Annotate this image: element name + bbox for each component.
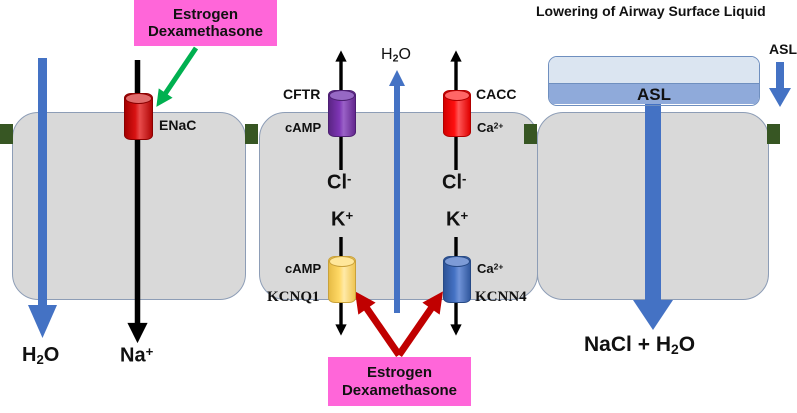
sodium-base: Na (120, 344, 146, 367)
kcnn4-channel-cap (444, 256, 470, 267)
left-water-tail: O (43, 344, 60, 366)
kcnn4-label: KCNN4 (475, 289, 527, 305)
estrogen-dexamethasone-callout-bottom[interactable]: Estrogen Dexamethasone (328, 357, 471, 406)
sodium-sup: + (145, 344, 154, 359)
asl-mucus-layer (549, 57, 759, 84)
nacl-water-efflux-label: NaCl + H2O (584, 334, 695, 357)
asl-label: ASL (637, 84, 671, 104)
kcnq1-label: KCNQ1 (267, 289, 320, 305)
tight-junction-left-middle (245, 124, 258, 144)
left-water-base: H (22, 344, 37, 366)
potassium-right-base: K (446, 208, 461, 231)
kcnq1-channel-cap (329, 256, 355, 267)
estrogen-dexamethasone-callout-top[interactable]: Estrogen Dexamethasone (134, 0, 277, 46)
potassium-left-sup: + (345, 208, 354, 223)
efflux-water-sub: 2 (670, 341, 679, 358)
estrogen-dex-to-kcnn4-arrow (396, 291, 443, 357)
sodium-label: Na+ (120, 345, 153, 366)
apical-water-sub: 2 (392, 52, 399, 65)
calcium-apical-sup: 2+ (493, 120, 504, 131)
callout-top-line1: Estrogen (172, 5, 238, 23)
tight-junction-middle-right (524, 124, 537, 144)
cftr-channel-cap (329, 90, 355, 101)
callout-bottom-line2: Dexamethasone (341, 381, 458, 399)
camp-basal-label: cAMP (285, 261, 322, 276)
estrogen-dex-to-kcnq1-arrow (355, 291, 402, 357)
enac-channel-cap (125, 93, 152, 104)
cftr-label: CFTR (283, 86, 321, 102)
chloride-right-base: Cl (442, 171, 462, 194)
chloride-left-base: Cl (327, 171, 347, 194)
kcnn4-channel[interactable] (443, 256, 471, 303)
enac-label: ENaC (159, 117, 197, 133)
camp-apical-label: cAMP (285, 120, 322, 135)
efflux-water-tail: O (678, 333, 696, 356)
airway-surface-liquid-box: ASL (548, 56, 760, 106)
calcium-apical-base: Ca (477, 120, 494, 135)
callout-top-line2: Dexamethasone (147, 23, 264, 40)
cacc-label: CACC (476, 86, 517, 102)
chloride-right-sup: - (462, 171, 467, 186)
potassium-left-base: K (331, 208, 346, 231)
cacc-channel-cap (444, 90, 470, 101)
tight-junction-right-edge (767, 124, 780, 144)
estrogen-dex-to-enac-arrow (156, 46, 199, 107)
cftr-channel[interactable] (328, 90, 356, 137)
potassium-right-sup: + (460, 208, 469, 223)
potassium-right-label: K+ (446, 209, 468, 230)
page-title: Lowering of Airway Surface Liquid (536, 3, 766, 19)
nacl-water-efflux-arrow (633, 88, 673, 330)
efflux-water-base: H (655, 333, 671, 356)
apical-water-label: H2O (381, 47, 411, 64)
apical-water-base: H (381, 46, 393, 63)
kcnq1-channel[interactable] (328, 256, 356, 303)
left-water-arrow (28, 58, 57, 338)
enac-channel[interactable] (124, 93, 153, 140)
apical-water-tail: O (398, 46, 411, 63)
asl-side-label: ASL (769, 41, 797, 57)
left-water-sub: 2 (36, 351, 44, 367)
efflux-salt: NaCl (584, 333, 632, 356)
apical-water-arrow (389, 70, 405, 313)
chloride-left-label: Cl- (327, 172, 351, 193)
left-epithelial-cell (12, 112, 246, 300)
asl-periciliary-layer: ASL (549, 84, 759, 104)
left-water-label: H2O (22, 345, 59, 366)
calcium-basal-label: Ca2+ (477, 262, 503, 275)
calcium-basal-base: Ca (477, 261, 494, 276)
tight-junction-left-edge (0, 124, 13, 144)
calcium-apical-label: Ca2+ (477, 121, 503, 134)
efflux-plus: + (637, 333, 650, 356)
calcium-basal-sup: 2+ (493, 261, 504, 272)
chloride-left-sup: - (347, 171, 352, 186)
asl-decrease-arrow (769, 62, 791, 107)
callout-bottom-line1: Estrogen (366, 364, 432, 382)
potassium-left-label: K+ (331, 209, 353, 230)
cacc-channel[interactable] (443, 90, 471, 137)
chloride-right-label: Cl- (442, 172, 466, 193)
